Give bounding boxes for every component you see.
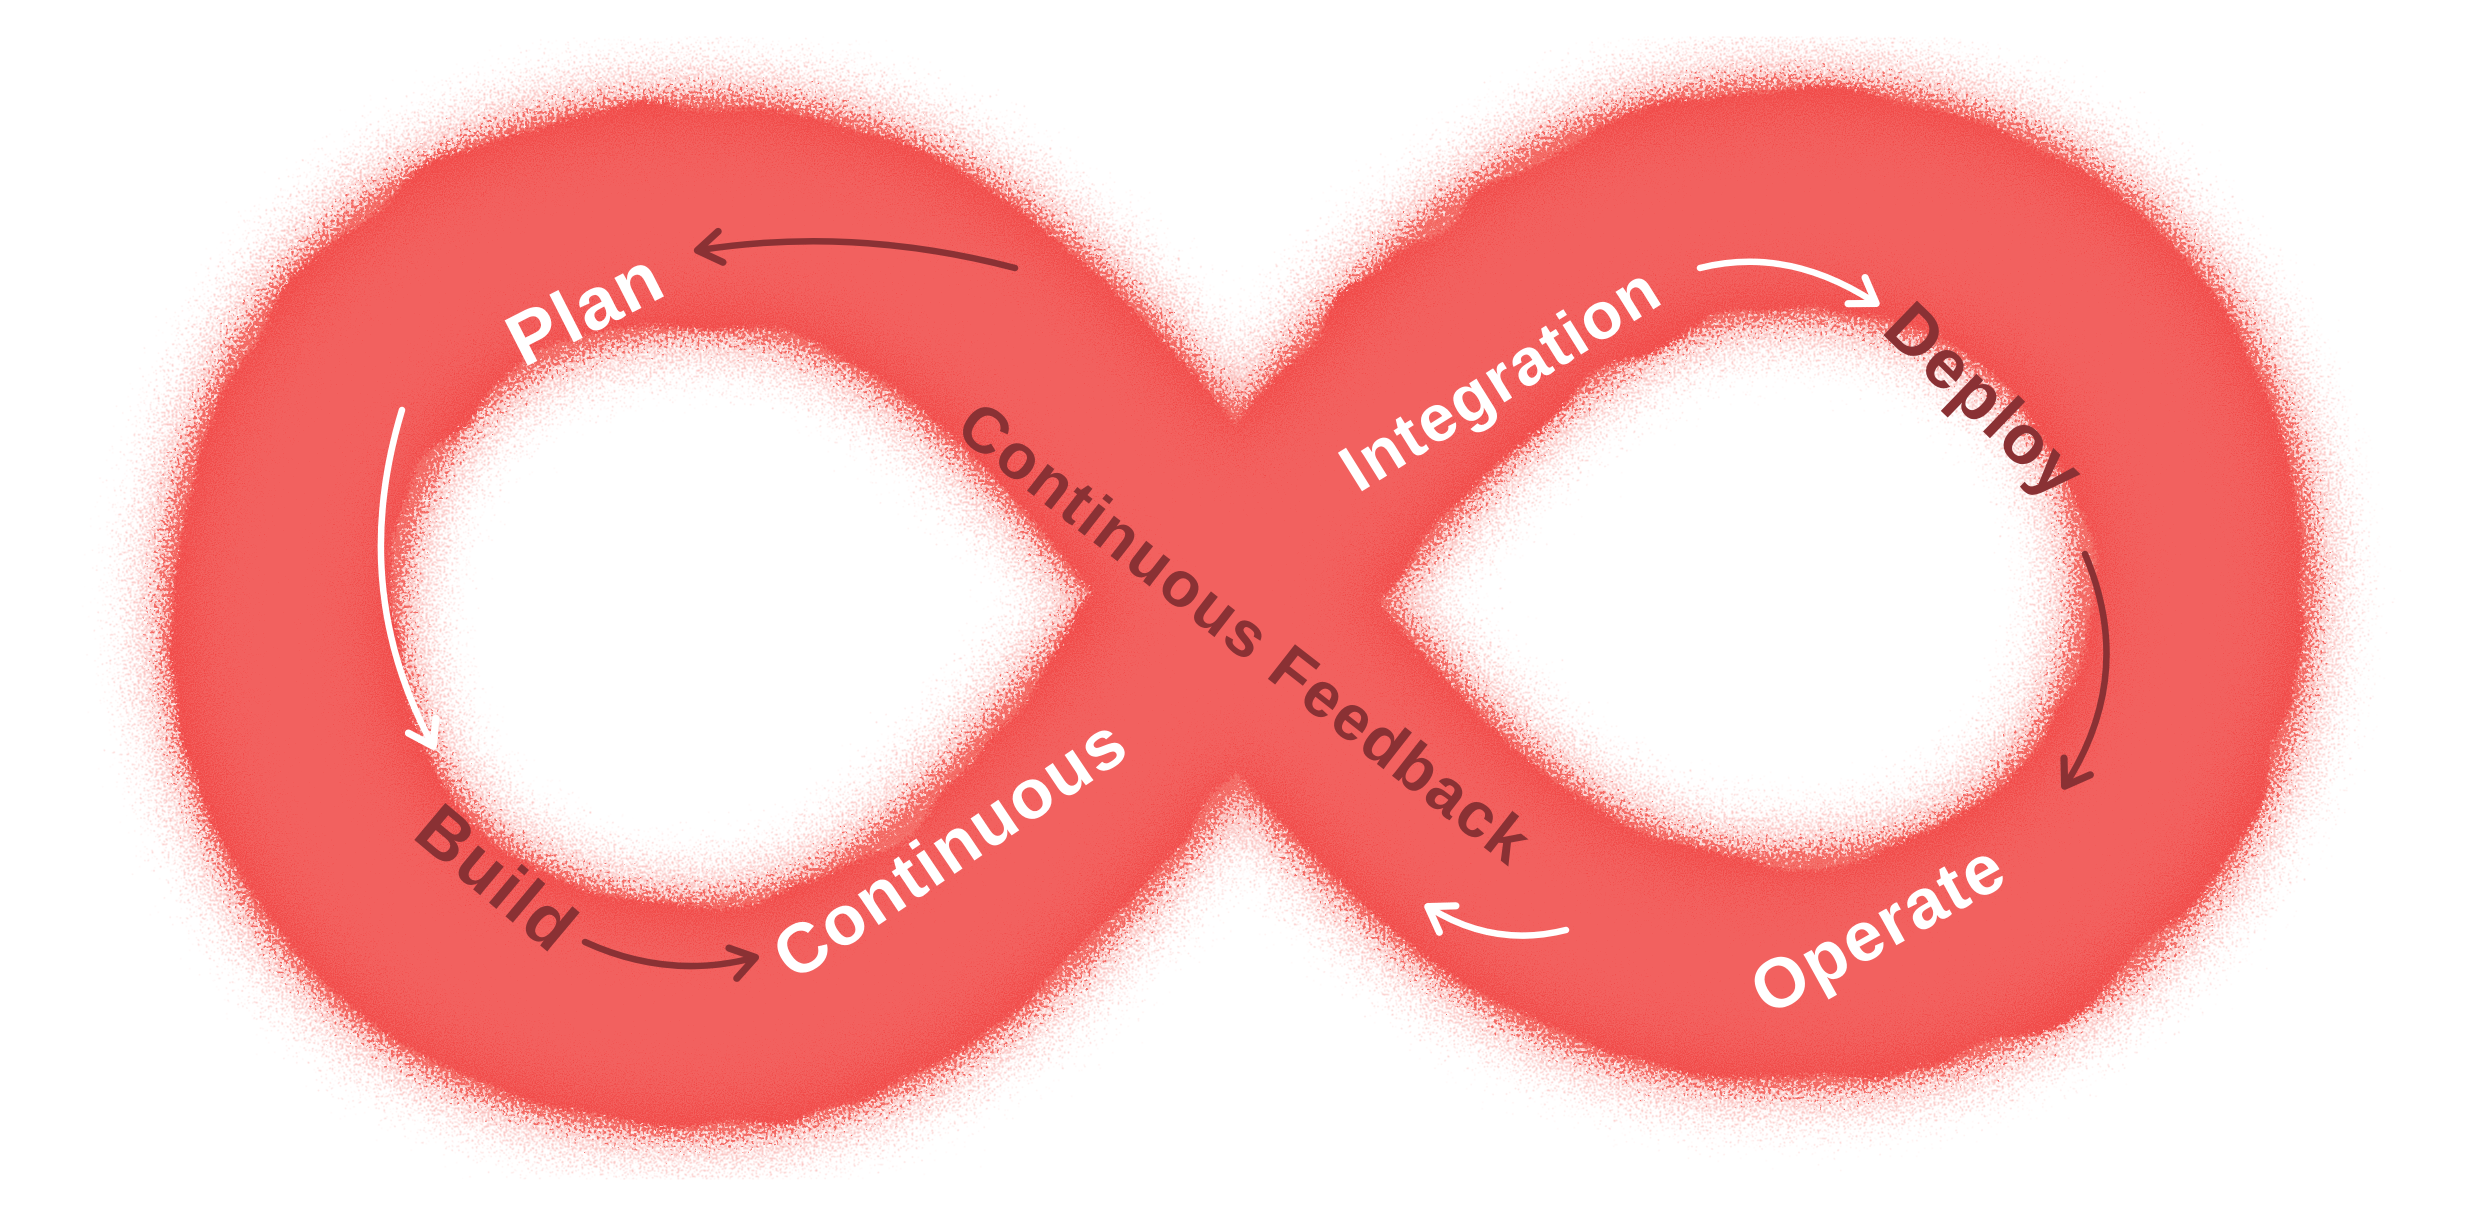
infinity-loop-grain xyxy=(187,104,2290,1112)
arrow-deploy-to-operate-icon xyxy=(2060,550,2110,790)
arrow-plan-to-build-icon xyxy=(377,406,440,750)
arrow-operate-to-feedback-icon xyxy=(1424,902,1570,939)
infinity-loop xyxy=(148,65,2329,1151)
flow-arrows xyxy=(377,227,2110,982)
arrow-integration-to-deploy-icon xyxy=(1696,258,1880,308)
arrow-feedback-to-plan-icon xyxy=(693,227,1019,272)
arrow-build-to-continuous-icon xyxy=(581,938,760,982)
